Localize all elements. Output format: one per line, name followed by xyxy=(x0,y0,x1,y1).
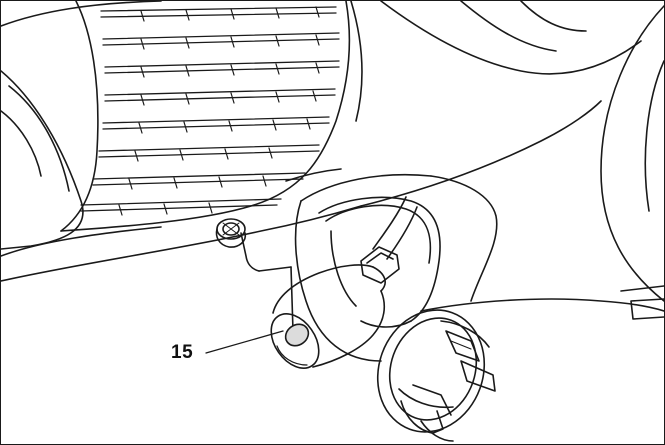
grille-slats xyxy=(80,6,340,212)
callout-label: 15 xyxy=(171,342,194,363)
callout-leader-line xyxy=(205,330,284,354)
headlamp-housing xyxy=(1,1,362,282)
grille-slat-ribs xyxy=(118,6,320,216)
body-panel xyxy=(285,1,664,332)
bolt-icon xyxy=(215,218,247,248)
towing-eye xyxy=(270,196,418,369)
cover-cap xyxy=(376,309,496,442)
grille xyxy=(60,1,363,232)
recess xyxy=(294,175,498,362)
